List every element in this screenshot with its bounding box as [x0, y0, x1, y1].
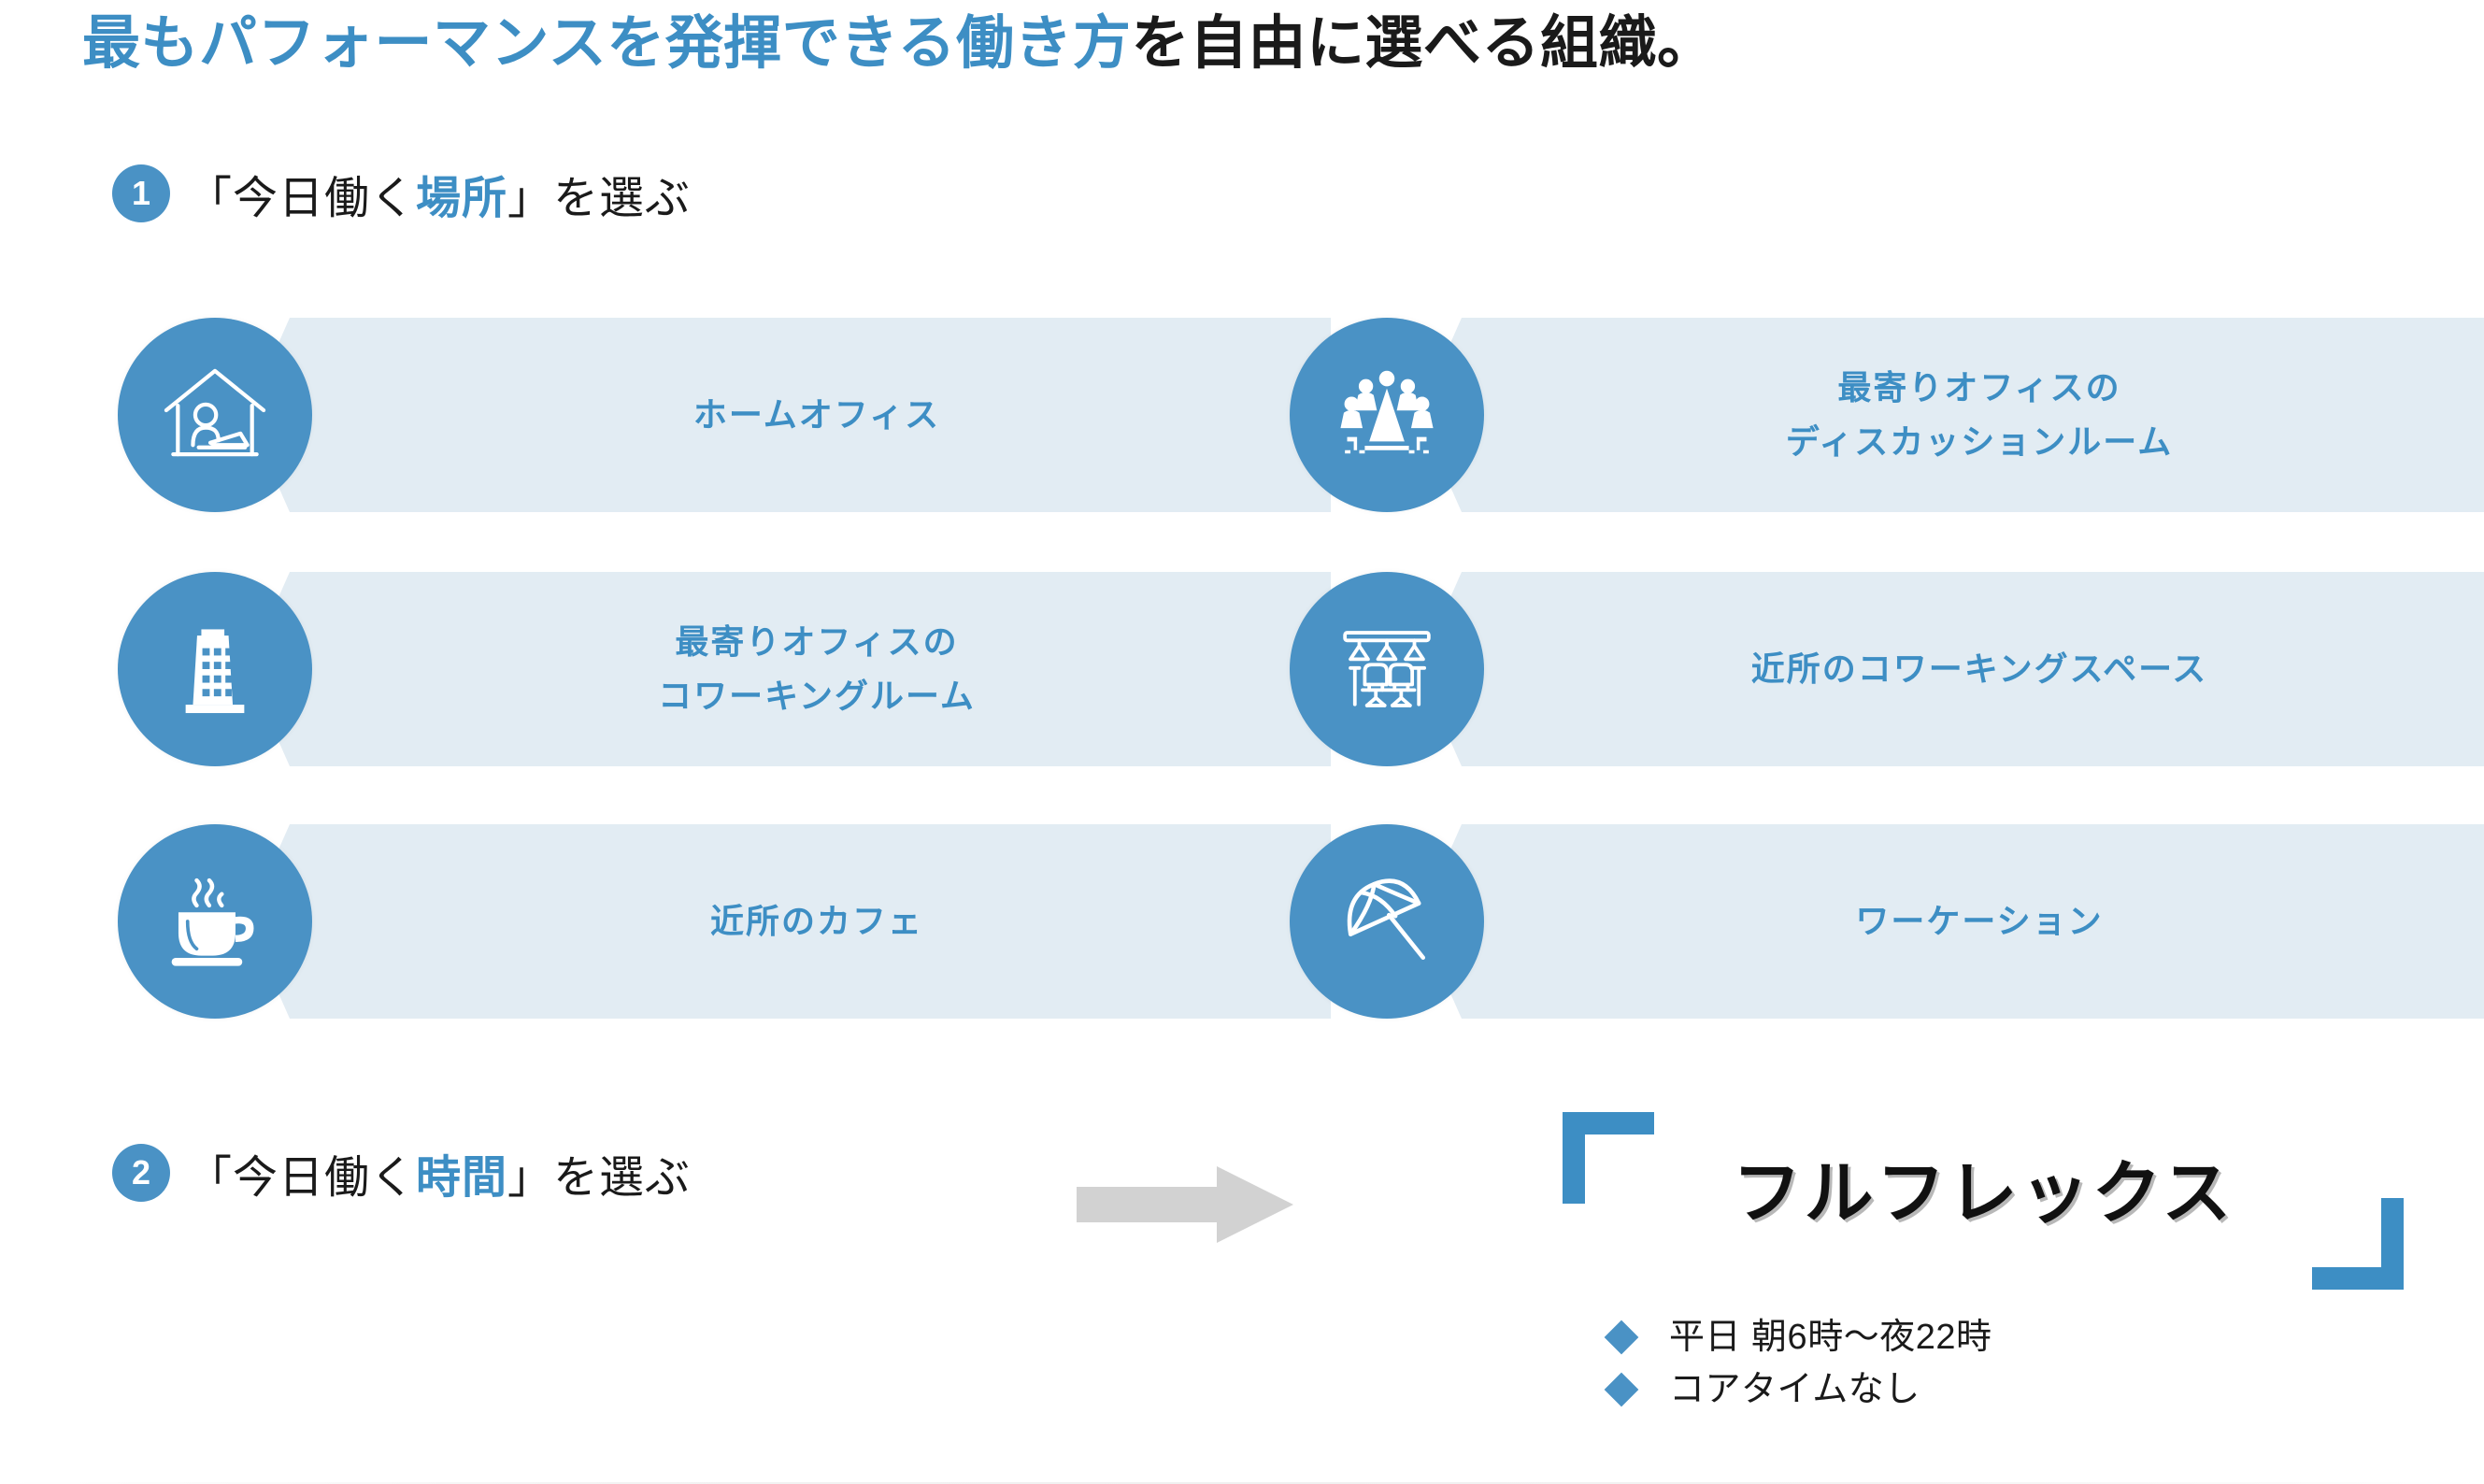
bracket-bottom-right	[2312, 1198, 2404, 1290]
step-1-prefix: 「今日働く	[187, 174, 417, 223]
step-2-prefix: 「今日働く	[187, 1153, 417, 1203]
place-card-bar: 最寄りオフィスの コワーキングルーム	[247, 572, 1331, 766]
step-1-suffix: 」を選ぶ	[507, 174, 692, 223]
page-title-rest: を自由に選べる組織。	[1131, 11, 1716, 76]
step-2-header: 2 「今日働く時間」を選ぶ	[112, 1140, 691, 1206]
bottom-edge-divider	[0, 1482, 2484, 1484]
coworking-desks-icon	[1290, 572, 1484, 766]
beach-umbrella-icon	[1290, 824, 1484, 1019]
place-card-bar: 近所のカフェ	[247, 824, 1331, 1019]
step-2-number-badge: 2	[112, 1144, 170, 1202]
step-2-highlight: 時間	[416, 1153, 508, 1203]
list-item: 平日 朝6時〜夜22時	[1604, 1318, 1992, 1357]
office-building-icon	[118, 572, 312, 766]
place-card-label: 近所のコワーキングスペース	[1750, 649, 2208, 688]
page-title: 最もパフォーマンスを発揮できる働き方を自由に選べる組織。	[82, 7, 1716, 80]
place-card-bar: 近所のコワーキングスペース	[1419, 572, 2484, 766]
full-flex-bullet-list: 平日 朝6時〜夜22時 コアタイムなし	[1604, 1318, 1992, 1424]
place-card-label: ホームオフィス	[692, 394, 941, 434]
bracket-top-left	[1563, 1112, 1654, 1204]
full-flex-title: フルフレックス	[1732, 1154, 2234, 1232]
home-office-icon	[118, 318, 312, 512]
diamond-bullet-icon	[1604, 1320, 1639, 1355]
step-2-label: 「今日働く時間」を選ぶ	[187, 1140, 691, 1206]
place-card-bar: ホームオフィス	[247, 318, 1331, 512]
bullet-label: 平日 朝6時〜夜22時	[1669, 1318, 1992, 1357]
place-card-label: 最寄りオフィスの コワーキングルーム	[658, 621, 976, 715]
step-2-suffix: 」を選ぶ	[507, 1153, 692, 1203]
full-flex-title-wrap: フルフレックス	[1557, 1154, 2409, 1241]
step-1-label: 「今日働く場所」を選ぶ	[187, 161, 691, 226]
step-1-header: 1 「今日働く場所」を選ぶ	[112, 161, 691, 226]
bullet-label: コアタイムなし	[1669, 1370, 1920, 1409]
coffee-cup-icon	[118, 824, 312, 1019]
place-card-bar: ワーケーション	[1419, 824, 2484, 1019]
diamond-bullet-icon	[1604, 1372, 1639, 1407]
full-flex-callout: フルフレックス	[1557, 1112, 2409, 1290]
place-card-label: ワーケーション	[1855, 901, 2104, 940]
step-1-number-badge: 1	[112, 164, 170, 222]
page-title-highlight: 最もパフォーマンスを発揮できる働き方	[82, 11, 1132, 76]
place-card-label: 近所のカフェ	[709, 901, 923, 940]
discussion-room-icon	[1290, 318, 1484, 512]
list-item: コアタイムなし	[1604, 1370, 1991, 1409]
step-1-highlight: 場所	[416, 174, 508, 223]
place-card-label: 最寄りオフィスの ディスカッションルーム	[1785, 367, 2174, 461]
place-card-bar: 最寄りオフィスの ディスカッションルーム	[1419, 318, 2484, 512]
right-arrow-icon	[1077, 1166, 1293, 1243]
